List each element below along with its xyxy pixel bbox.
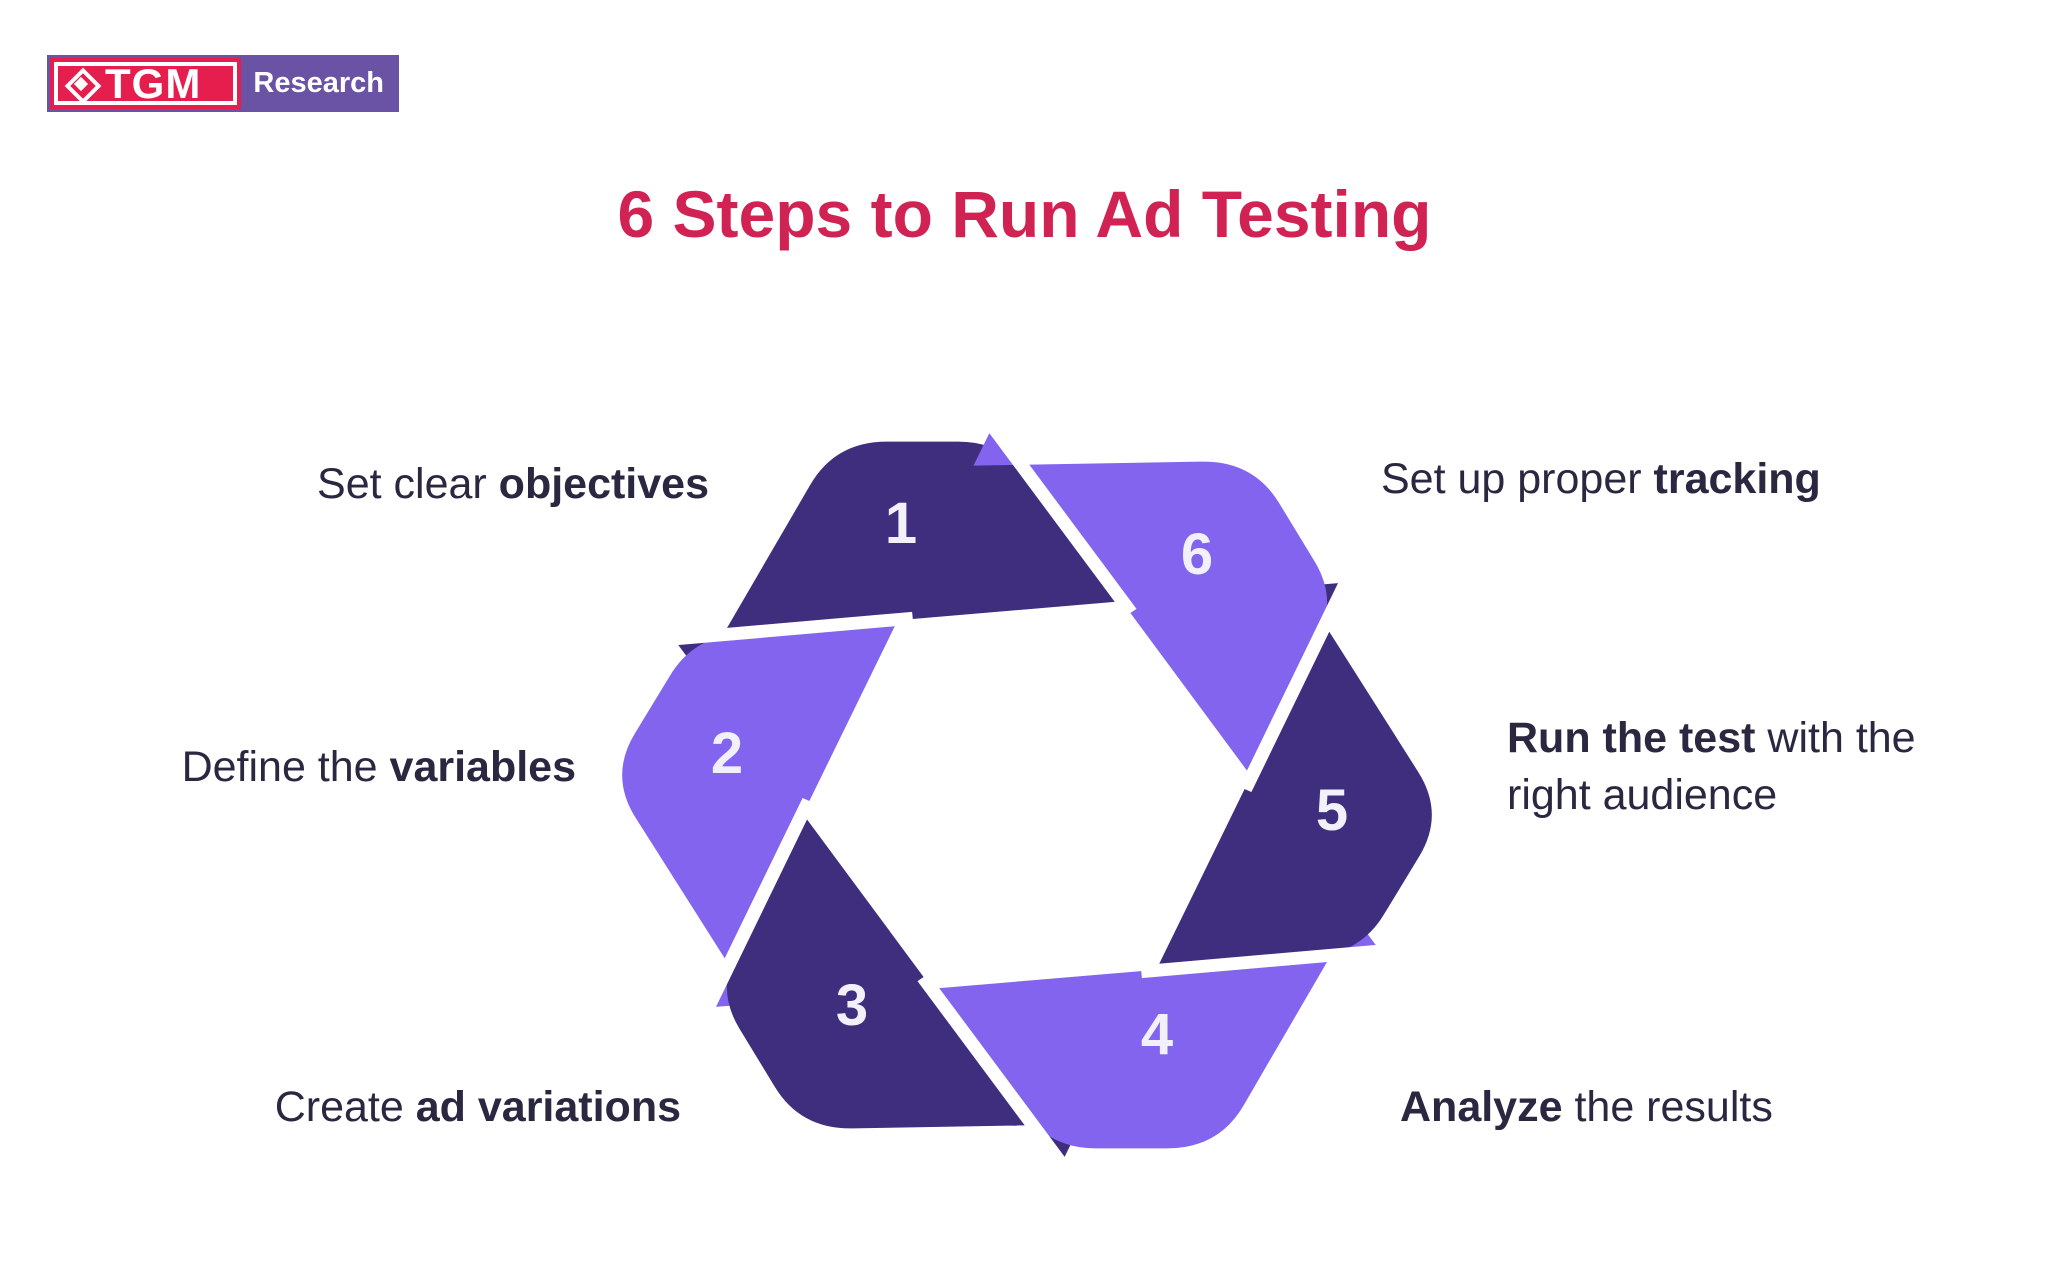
step-label-5: Run the test with the right audience: [1507, 714, 1916, 820]
blade-1: [674, 441, 1122, 675]
diamond-gem-icon: [64, 67, 102, 104]
page-title: 6 Steps to Run Ad Testing: [617, 177, 1432, 251]
slit-divider: [964, 392, 1137, 617]
slit-divider: [1140, 941, 1420, 979]
blade-4: [932, 915, 1380, 1149]
logo-brand-text: TGM: [105, 59, 202, 107]
step-number-2: 2: [711, 721, 743, 786]
blade-2: [622, 619, 898, 1008]
slit-divider: [917, 973, 1090, 1198]
step-number-6: 6: [1181, 522, 1213, 587]
hexagon-cycle-diagram: 1 2 3 4 5 6: [622, 392, 1432, 1198]
step-label-2: Define the variables: [181, 743, 576, 791]
step-number-3: 3: [836, 973, 868, 1038]
blade-5: [1156, 582, 1432, 971]
logo-inner-frame: TGM: [54, 59, 238, 107]
step-number-1: 1: [885, 491, 917, 556]
step-number-4: 4: [1141, 1002, 1173, 1067]
slit-divider: [1239, 545, 1369, 793]
step-label-1: Set clear objectives: [317, 460, 709, 508]
step-number-5: 5: [1316, 778, 1348, 843]
logo-suffix-text: Research: [253, 67, 384, 99]
step-label-3: Create ad variations: [274, 1083, 681, 1131]
step-label-4: Analyze the results: [1400, 1083, 1773, 1131]
tgm-research-logo: TGM Research: [47, 55, 399, 112]
slit-divider: [634, 611, 914, 649]
logo-suffix-section: Research: [241, 58, 396, 109]
slit-divider: [685, 797, 815, 1045]
step-label-6: Set up proper tracking: [1381, 455, 1821, 503]
logo-brand-section: TGM: [50, 58, 242, 109]
